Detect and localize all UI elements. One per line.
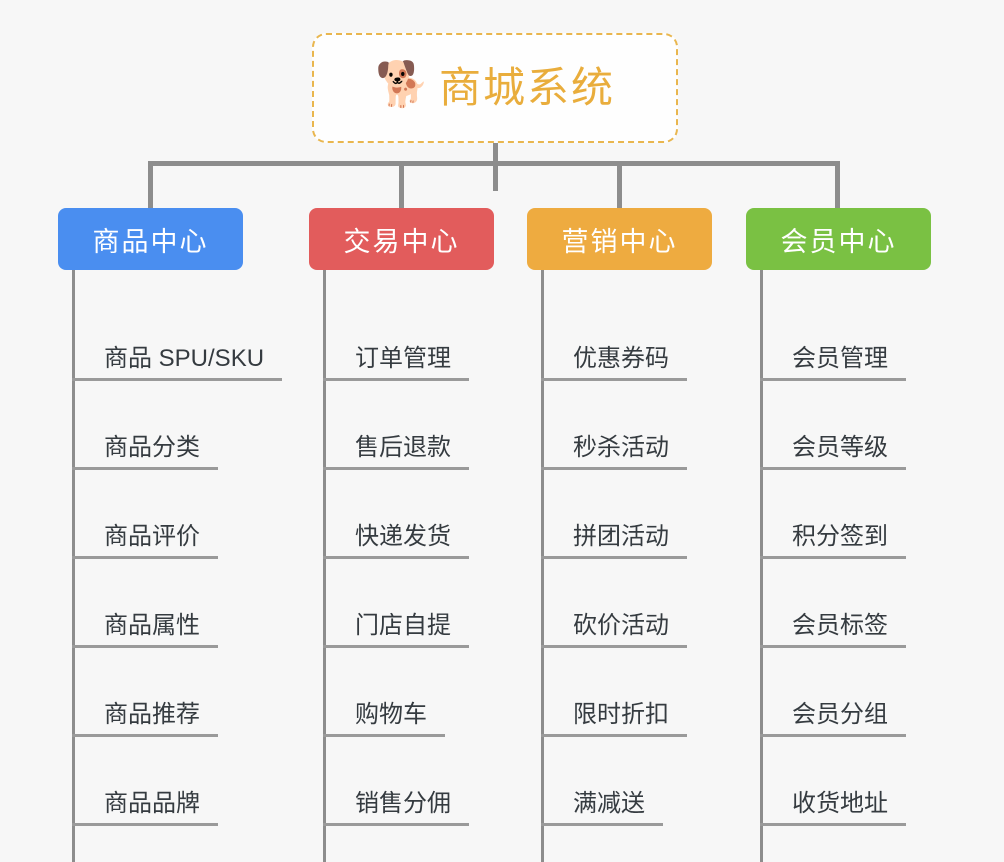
leaf-label: 门店自提 [323,612,469,648]
leaf-label: 商品属性 [72,612,218,648]
branch-header-2[interactable]: 交易中心 [309,208,494,270]
leaf-label: 商品评价 [72,523,218,559]
branch-header-label-1: 商品中心 [92,226,209,257]
leaf-label: 优惠券码 [541,345,687,381]
leaf-item[interactable]: 商品分类 [58,381,282,470]
leaf-item[interactable]: 商品推荐 [58,648,282,737]
branch-drop-connector-2 [399,161,404,209]
branch-header-label-3: 营销中心 [561,226,678,257]
branch-drop-connector-1 [148,161,153,209]
leaf-item[interactable]: 积分签到 [746,470,931,559]
leaf-label: 销售分佣 [323,790,469,826]
branch-header-label-2: 交易中心 [343,226,460,257]
leaf-item[interactable]: 订单管理 [309,292,494,381]
branch-column-2: 交易中心 订单管理 售后退款 快递发货 门店自提 购物车 销售分佣 [309,208,494,862]
leaf-label: 商品分类 [72,434,218,470]
leaf-item[interactable]: 商品属性 [58,559,282,648]
leaf-label: 售后退款 [323,434,469,470]
leaf-label: 会员分组 [760,701,906,737]
leaf-item[interactable]: 收货地址 [746,737,931,826]
leaf-item[interactable]: 满减送 [527,737,712,826]
leaf-list-3: 优惠券码 秒杀活动 拼团活动 砍价活动 限时折扣 满减送 [527,270,712,862]
branch-header-label-4: 会员中心 [780,226,897,257]
leaf-label: 快递发货 [323,523,469,559]
leaf-label: 会员等级 [760,434,906,470]
branch-column-4: 会员中心 会员管理 会员等级 积分签到 会员标签 会员分组 收货地址 [746,208,931,862]
branch-header-4[interactable]: 会员中心 [746,208,931,270]
leaf-item[interactable]: 商品评价 [58,470,282,559]
leaf-label: 商品品牌 [72,790,218,826]
leaf-item[interactable]: 门店自提 [309,559,494,648]
branch-header-1[interactable]: 商品中心 [58,208,243,270]
leaf-item[interactable]: 会员分组 [746,648,931,737]
root-title: 商城系统 [438,64,615,111]
leaf-list-2: 订单管理 售后退款 快递发货 门店自提 购物车 销售分佣 [309,270,494,862]
leaf-label: 积分签到 [760,523,906,559]
leaf-item[interactable]: 快递发货 [309,470,494,559]
leaf-item[interactable]: 砍价活动 [527,559,712,648]
leaf-trunk-1 [72,270,75,862]
leaf-label: 会员标签 [760,612,906,648]
leaf-item[interactable]: 会员管理 [746,292,931,381]
leaf-list-1: 商品 SPU/SKU 商品分类 商品评价 商品属性 商品推荐 商品品牌 [58,270,283,862]
leaf-item[interactable]: 限时折扣 [527,648,712,737]
leaf-label: 商品推荐 [72,701,218,737]
leaf-label: 收货地址 [760,790,906,826]
leaf-list-4: 会员管理 会员等级 积分签到 会员标签 会员分组 收货地址 [746,270,931,862]
shiba-dog-face-icon: 🐕 [374,60,430,109]
leaf-label: 会员管理 [760,345,906,381]
leaf-label: 砍价活动 [541,612,687,648]
leaf-item[interactable]: 销售分佣 [309,737,494,826]
branch-drop-connector-3 [617,161,622,209]
leaf-label: 商品 SPU/SKU [72,345,283,381]
leaf-trunk-4 [760,270,763,862]
leaf-trunk-3 [541,270,544,862]
root-stem-connector [493,143,498,191]
branch-drop-connector-4 [835,161,840,209]
root-node[interactable]: 🐕 商城系统 [312,33,678,143]
leaf-item[interactable]: 商品 SPU/SKU [58,292,283,381]
leaf-item[interactable]: 商品品牌 [58,737,282,826]
leaf-label: 限时折扣 [541,701,687,737]
leaf-label: 满减送 [541,790,663,826]
branch-column-1: 商品中心 商品 SPU/SKU 商品分类 商品评价 商品属性 商品推荐 商品品牌 [58,208,283,862]
leaf-item[interactable]: 会员等级 [746,381,931,470]
leaf-item[interactable]: 购物车 [309,648,494,737]
leaf-item[interactable]: 会员标签 [746,559,931,648]
leaf-item[interactable]: 售后退款 [309,381,494,470]
leaf-label: 拼团活动 [541,523,687,559]
leaf-trunk-2 [323,270,326,862]
leaf-label: 订单管理 [323,345,469,381]
branch-column-3: 营销中心 优惠券码 秒杀活动 拼团活动 砍价活动 限时折扣 满减送 [527,208,712,862]
leaf-item[interactable]: 秒杀活动 [527,381,712,470]
leaf-label: 秒杀活动 [541,434,687,470]
leaf-label: 购物车 [323,701,445,737]
mindmap-canvas: 🐕 商城系统 商品中心 商品 SPU/SKU 商品分类 商品评价 商品属性 [58,33,931,862]
branch-header-3[interactable]: 营销中心 [527,208,712,270]
horizontal-bus-connector [148,161,840,166]
leaf-item[interactable]: 拼团活动 [527,470,712,559]
leaf-item[interactable]: 优惠券码 [527,292,712,381]
